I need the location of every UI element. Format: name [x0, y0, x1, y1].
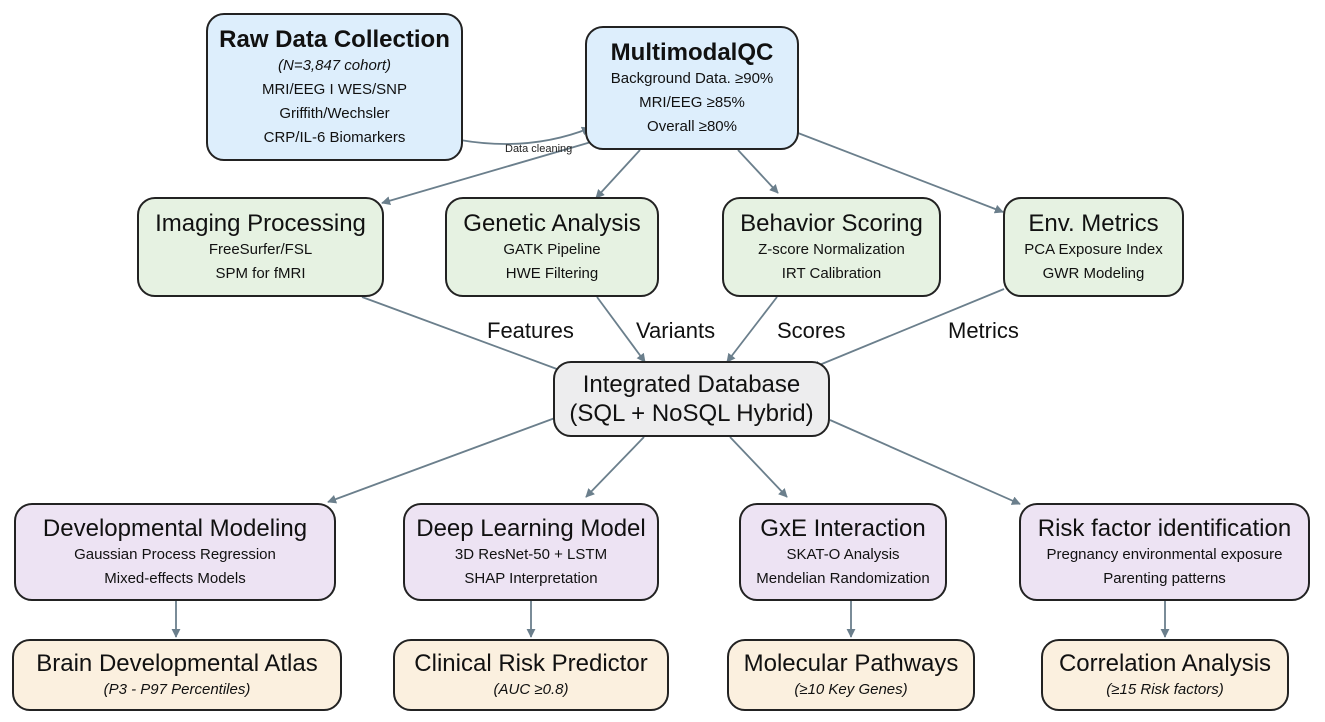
edge-qc-to-env — [797, 132, 1004, 214]
node-brain-developmental-atlas: Brain Developmental Atlas (P3 - P97 Perc… — [12, 639, 342, 711]
edge-qc-to-behavior — [737, 149, 779, 194]
node-title: Deep Learning Model — [416, 514, 646, 542]
node-title: Risk factor identification — [1037, 514, 1292, 542]
node-title: Genetic Analysis — [463, 209, 641, 237]
node-title: Imaging Processing — [155, 209, 366, 237]
node-line: SPM for fMRI — [215, 264, 306, 282]
node-line: CRP/IL-6 Biomarkers — [263, 128, 406, 146]
node-line: Mendelian Randomization — [756, 569, 930, 587]
node-gxe-interaction: GxE Interaction SKAT-O Analysis Mendelia… — [739, 503, 947, 601]
edge-label-metrics: Metrics — [948, 318, 1019, 343]
edge-raw-to-qc — [459, 126, 591, 145]
node-line: Overall ≥80% — [647, 117, 737, 135]
edge-env-to-db — [811, 288, 1005, 370]
edge-db-to-deep — [585, 436, 645, 498]
node-line: IRT Calibration — [781, 264, 882, 282]
edge-behavior-to-db — [726, 296, 778, 363]
node-env-metrics: Env. Metrics PCA Exposure Index GWR Mode… — [1003, 197, 1184, 297]
node-line: (N=3,847 cohort) — [278, 56, 391, 74]
node-title: Correlation Analysis — [1058, 649, 1272, 677]
node-correlation-analysis: Correlation Analysis (≥15 Risk factors) — [1041, 639, 1289, 711]
node-line: HWE Filtering — [505, 264, 599, 282]
edge-qc-to-genetic — [595, 149, 641, 199]
edge-imaging-to-db — [361, 296, 566, 374]
edge-db-to-risk — [829, 419, 1021, 505]
node-line: (≥10 Key Genes) — [794, 680, 908, 698]
edge-label-scores: Scores — [777, 318, 846, 343]
node-line: (AUC ≥0.8) — [493, 680, 569, 698]
edge-label-data-cleaning: Data cleaning — [505, 143, 573, 155]
node-line: GWR Modeling — [1042, 264, 1145, 282]
node-integrated-database: Integrated Database (SQL + NoSQL Hybrid) — [553, 361, 830, 437]
node-line: 3D ResNet-50 + LSTM — [454, 545, 608, 563]
node-line: GATK Pipeline — [503, 240, 601, 258]
node-line: Background Data. ≥90% — [610, 69, 774, 87]
node-multimodal-qc: MultimodalQC Background Data. ≥90% MRI/E… — [585, 26, 799, 150]
node-molecular-pathways: Molecular Pathways (≥10 Key Genes) — [727, 639, 975, 711]
edge-genetic-to-db — [596, 296, 646, 363]
node-title: Developmental Modeling — [42, 514, 308, 542]
node-clinical-risk-predictor: Clinical Risk Predictor (AUC ≥0.8) — [393, 639, 669, 711]
node-line: SKAT-O Analysis — [786, 545, 900, 563]
edge-db-to-devmodel — [327, 417, 556, 504]
node-title: GxE Interaction — [760, 514, 926, 542]
node-imaging-processing: Imaging Processing FreeSurfer/FSL SPM fo… — [137, 197, 384, 297]
node-line: FreeSurfer/FSL — [208, 240, 313, 258]
node-line: Parenting patterns — [1103, 569, 1226, 587]
node-developmental-modeling: Developmental Modeling Gaussian Process … — [14, 503, 336, 601]
edge-label-features: Features — [487, 318, 574, 343]
edge-db-to-gxe — [729, 436, 788, 498]
node-genetic-analysis: Genetic Analysis GATK Pipeline HWE Filte… — [445, 197, 659, 297]
edge-qc-to-imaging — [381, 139, 599, 206]
node-line: Gaussian Process Regression — [74, 545, 276, 563]
node-title: Molecular Pathways — [743, 649, 959, 677]
node-subtitle: (SQL + NoSQL Hybrid) — [569, 400, 814, 427]
node-risk-factor-identification: Risk factor identification Pregnancy env… — [1019, 503, 1310, 601]
node-line: Z-score Normalization — [758, 240, 905, 258]
node-title: Behavior Scoring — [740, 209, 923, 237]
node-line: Mixed-effects Models — [104, 569, 246, 587]
node-title: Env. Metrics — [1028, 209, 1159, 237]
node-line: MRI/EEG I WES/SNP — [261, 80, 408, 98]
edge-label-variants: Variants — [636, 318, 716, 343]
node-line: (P3 - P97 Percentiles) — [103, 680, 251, 698]
node-title: MultimodalQC — [610, 38, 774, 66]
node-deep-learning-model: Deep Learning Model 3D ResNet-50 + LSTM … — [403, 503, 659, 601]
node-title: Raw Data Collection — [219, 25, 450, 53]
node-line: PCA Exposure Index — [1024, 240, 1163, 258]
node-title: Brain Developmental Atlas — [36, 649, 318, 677]
node-title: Integrated Database — [582, 371, 801, 398]
node-line: SHAP Interpretation — [464, 569, 598, 587]
node-line: (≥15 Risk factors) — [1106, 680, 1224, 698]
node-line: MRI/EEG ≥85% — [639, 93, 745, 111]
node-raw-data-collection: Raw Data Collection (N=3,847 cohort) MRI… — [206, 13, 463, 161]
node-title: Clinical Risk Predictor — [414, 649, 648, 677]
node-behavior-scoring: Behavior Scoring Z-score Normalization I… — [722, 197, 941, 297]
node-line: Pregnancy environmental exposure — [1046, 545, 1283, 563]
node-line: Griffith/Wechsler — [279, 104, 390, 122]
